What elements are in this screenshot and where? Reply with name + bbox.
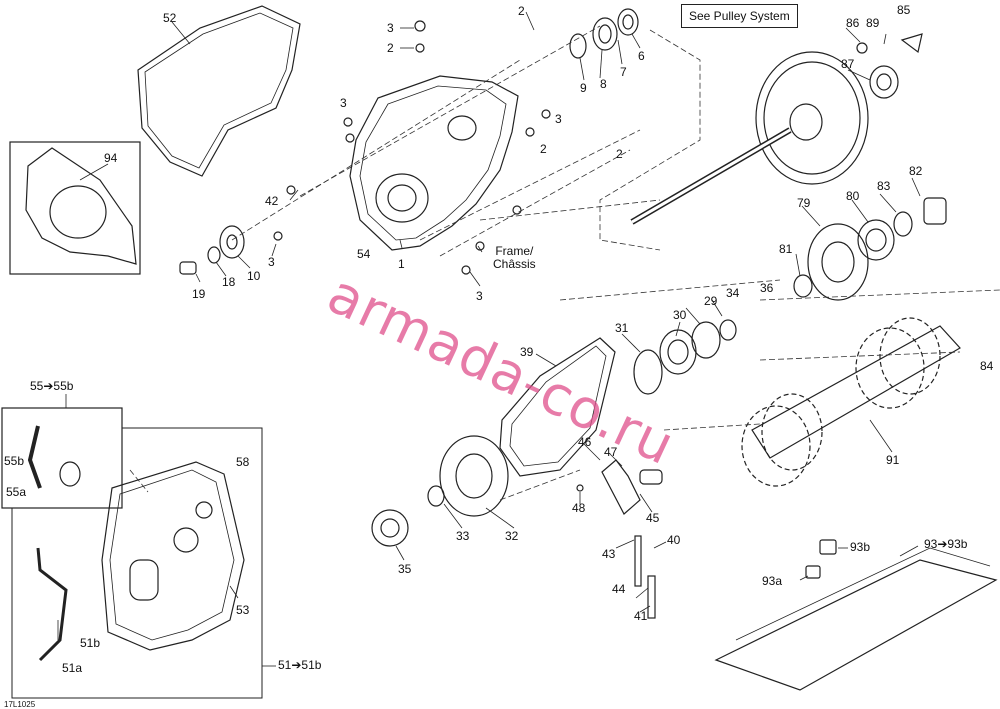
part-label-2: 2	[540, 142, 547, 156]
part-label-58: 58	[236, 455, 250, 469]
part-label-3: 3	[476, 289, 483, 303]
part-label-86: 86	[846, 16, 860, 30]
part-label-29: 29	[704, 294, 718, 308]
part-label-36: 36	[760, 281, 774, 295]
part-label-42: 42	[265, 194, 279, 208]
part-label-41: 41	[634, 609, 648, 623]
part-label-19: 19	[192, 287, 206, 301]
part-label-93b: 93b	[850, 540, 871, 554]
part-label-3: 3	[387, 21, 394, 35]
part-label-45: 45	[646, 511, 660, 525]
part-label-3: 3	[268, 255, 275, 269]
part-label-47: 47	[604, 445, 618, 459]
part-label-44: 44	[612, 582, 626, 596]
chain-39	[499, 337, 616, 477]
gasket-52	[137, 5, 301, 177]
chaincase-cover-51	[101, 461, 245, 651]
part-label-6: 6	[638, 49, 645, 63]
part-label-79: 79	[797, 196, 811, 210]
sprocket-32	[439, 435, 509, 517]
track-93	[714, 559, 998, 691]
part-label-55-range: 55➔55b	[30, 379, 74, 393]
part-label-2: 2	[616, 147, 623, 161]
part-label-94: 94	[104, 151, 118, 165]
part-label-2: 2	[518, 4, 525, 18]
part-label-30: 30	[673, 308, 687, 322]
part-label-48: 48	[572, 501, 586, 515]
part-label-51-range: 51➔51b	[278, 658, 322, 672]
frame-label: Frame/ Châssis	[493, 244, 536, 271]
part-label-46: 46	[578, 435, 592, 449]
drawing-code: 17L1025	[4, 700, 36, 709]
part-label-93a: 93a	[762, 574, 783, 588]
part-label-82: 82	[909, 164, 923, 178]
part-label-8: 8	[600, 77, 607, 91]
part-label-81: 81	[779, 242, 793, 256]
part-label-53: 53	[236, 603, 250, 617]
part-label-51b: 51b	[80, 636, 101, 650]
part-label-52: 52	[163, 11, 177, 25]
part-label-85: 85	[897, 3, 911, 17]
drive-axle-91	[751, 325, 961, 459]
part-label-7: 7	[620, 65, 627, 79]
plate-94	[25, 147, 137, 265]
part-label-34: 34	[726, 286, 740, 300]
part-label-87: 87	[841, 57, 855, 71]
part-label-89: 89	[866, 16, 880, 30]
part-label-51a: 51a	[62, 661, 83, 675]
part-label-31: 31	[615, 321, 629, 335]
part-label-2: 2	[387, 41, 394, 55]
part-label-10: 10	[247, 269, 261, 283]
see-pulley-system-callout: See Pulley System	[681, 4, 798, 28]
part-label-55a: 55a	[6, 485, 27, 499]
part-label-33: 33	[456, 529, 470, 543]
case-cover-1	[349, 75, 519, 251]
part-label-3: 3	[340, 96, 347, 110]
part-label-93-range: 93➔93b	[924, 537, 968, 551]
part-label-3: 3	[555, 112, 562, 126]
part-label-83: 83	[877, 179, 891, 193]
part-label-9: 9	[580, 81, 587, 95]
part-label-55b: 55b	[4, 454, 25, 468]
part-label-84: 84	[980, 359, 994, 373]
part-label-43: 43	[602, 547, 616, 561]
part-label-35: 35	[398, 562, 412, 576]
part-label-18: 18	[222, 275, 236, 289]
bearing-plate-79	[807, 223, 869, 301]
part-label-80: 80	[846, 189, 860, 203]
driven-pulley	[755, 51, 869, 185]
part-label-39: 39	[520, 345, 534, 359]
part-label-91: 91	[886, 453, 900, 467]
part-label-40: 40	[667, 533, 681, 547]
inset-box-94	[9, 141, 141, 275]
part-label-1: 1	[398, 257, 405, 271]
part-label-32: 32	[505, 529, 519, 543]
part-label-54: 54	[357, 247, 371, 261]
